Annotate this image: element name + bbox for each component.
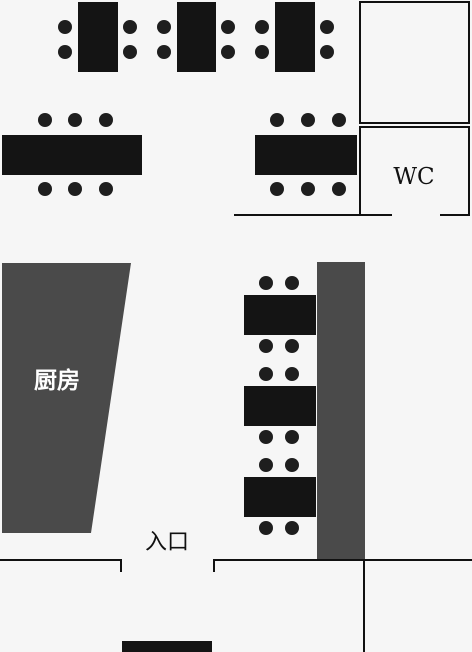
chair <box>320 20 334 34</box>
chair <box>255 45 269 59</box>
chair <box>285 276 299 290</box>
chair <box>270 113 284 127</box>
wc-label: WC <box>393 164 434 190</box>
chair <box>157 45 171 59</box>
wall-left-of-entrance <box>0 559 122 572</box>
chair <box>285 458 299 472</box>
chair <box>38 113 52 127</box>
chair <box>157 20 171 34</box>
chair <box>285 339 299 353</box>
chair <box>255 20 269 34</box>
table <box>244 386 316 426</box>
table-group-top-3[interactable] <box>255 2 334 72</box>
table <box>177 2 216 72</box>
wc-room-walls <box>359 126 470 216</box>
chair <box>332 113 346 127</box>
kitchen-area <box>2 263 131 533</box>
chair <box>301 182 315 196</box>
table-group-column-3[interactable] <box>244 458 316 535</box>
table-group-column-1[interactable] <box>244 276 316 353</box>
chair <box>259 276 273 290</box>
chair <box>332 182 346 196</box>
chair <box>285 430 299 444</box>
chair <box>99 113 113 127</box>
chair <box>259 458 273 472</box>
storage-room <box>359 1 470 124</box>
counter-bar <box>317 262 365 560</box>
chair <box>58 20 72 34</box>
chair <box>123 45 137 59</box>
table <box>275 2 315 72</box>
chair <box>270 182 284 196</box>
chair <box>123 20 137 34</box>
table <box>78 2 118 72</box>
wall-right-of-entrance <box>213 559 472 572</box>
chair <box>259 430 273 444</box>
table <box>2 135 142 175</box>
chair <box>320 45 334 59</box>
entrance-mat <box>122 641 212 652</box>
chair <box>99 182 113 196</box>
chair <box>221 45 235 59</box>
chair <box>285 521 299 535</box>
table-group-column-2[interactable] <box>244 367 316 444</box>
chair <box>285 367 299 381</box>
chair <box>301 113 315 127</box>
table <box>244 295 316 335</box>
chair <box>38 182 52 196</box>
table-group-top-1[interactable] <box>58 2 137 72</box>
chair <box>259 521 273 535</box>
chair <box>221 20 235 34</box>
table-group-middle-right[interactable] <box>255 113 357 196</box>
chair <box>259 339 273 353</box>
entrance-label: 入口 <box>145 530 189 555</box>
kitchen-label: 厨房 <box>34 367 80 394</box>
table <box>255 135 357 175</box>
table-group-middle-left[interactable] <box>2 113 142 196</box>
table <box>244 477 316 517</box>
chair <box>68 113 82 127</box>
table-group-top-2[interactable] <box>157 2 235 72</box>
chair <box>58 45 72 59</box>
chair <box>259 367 273 381</box>
chair <box>68 182 82 196</box>
